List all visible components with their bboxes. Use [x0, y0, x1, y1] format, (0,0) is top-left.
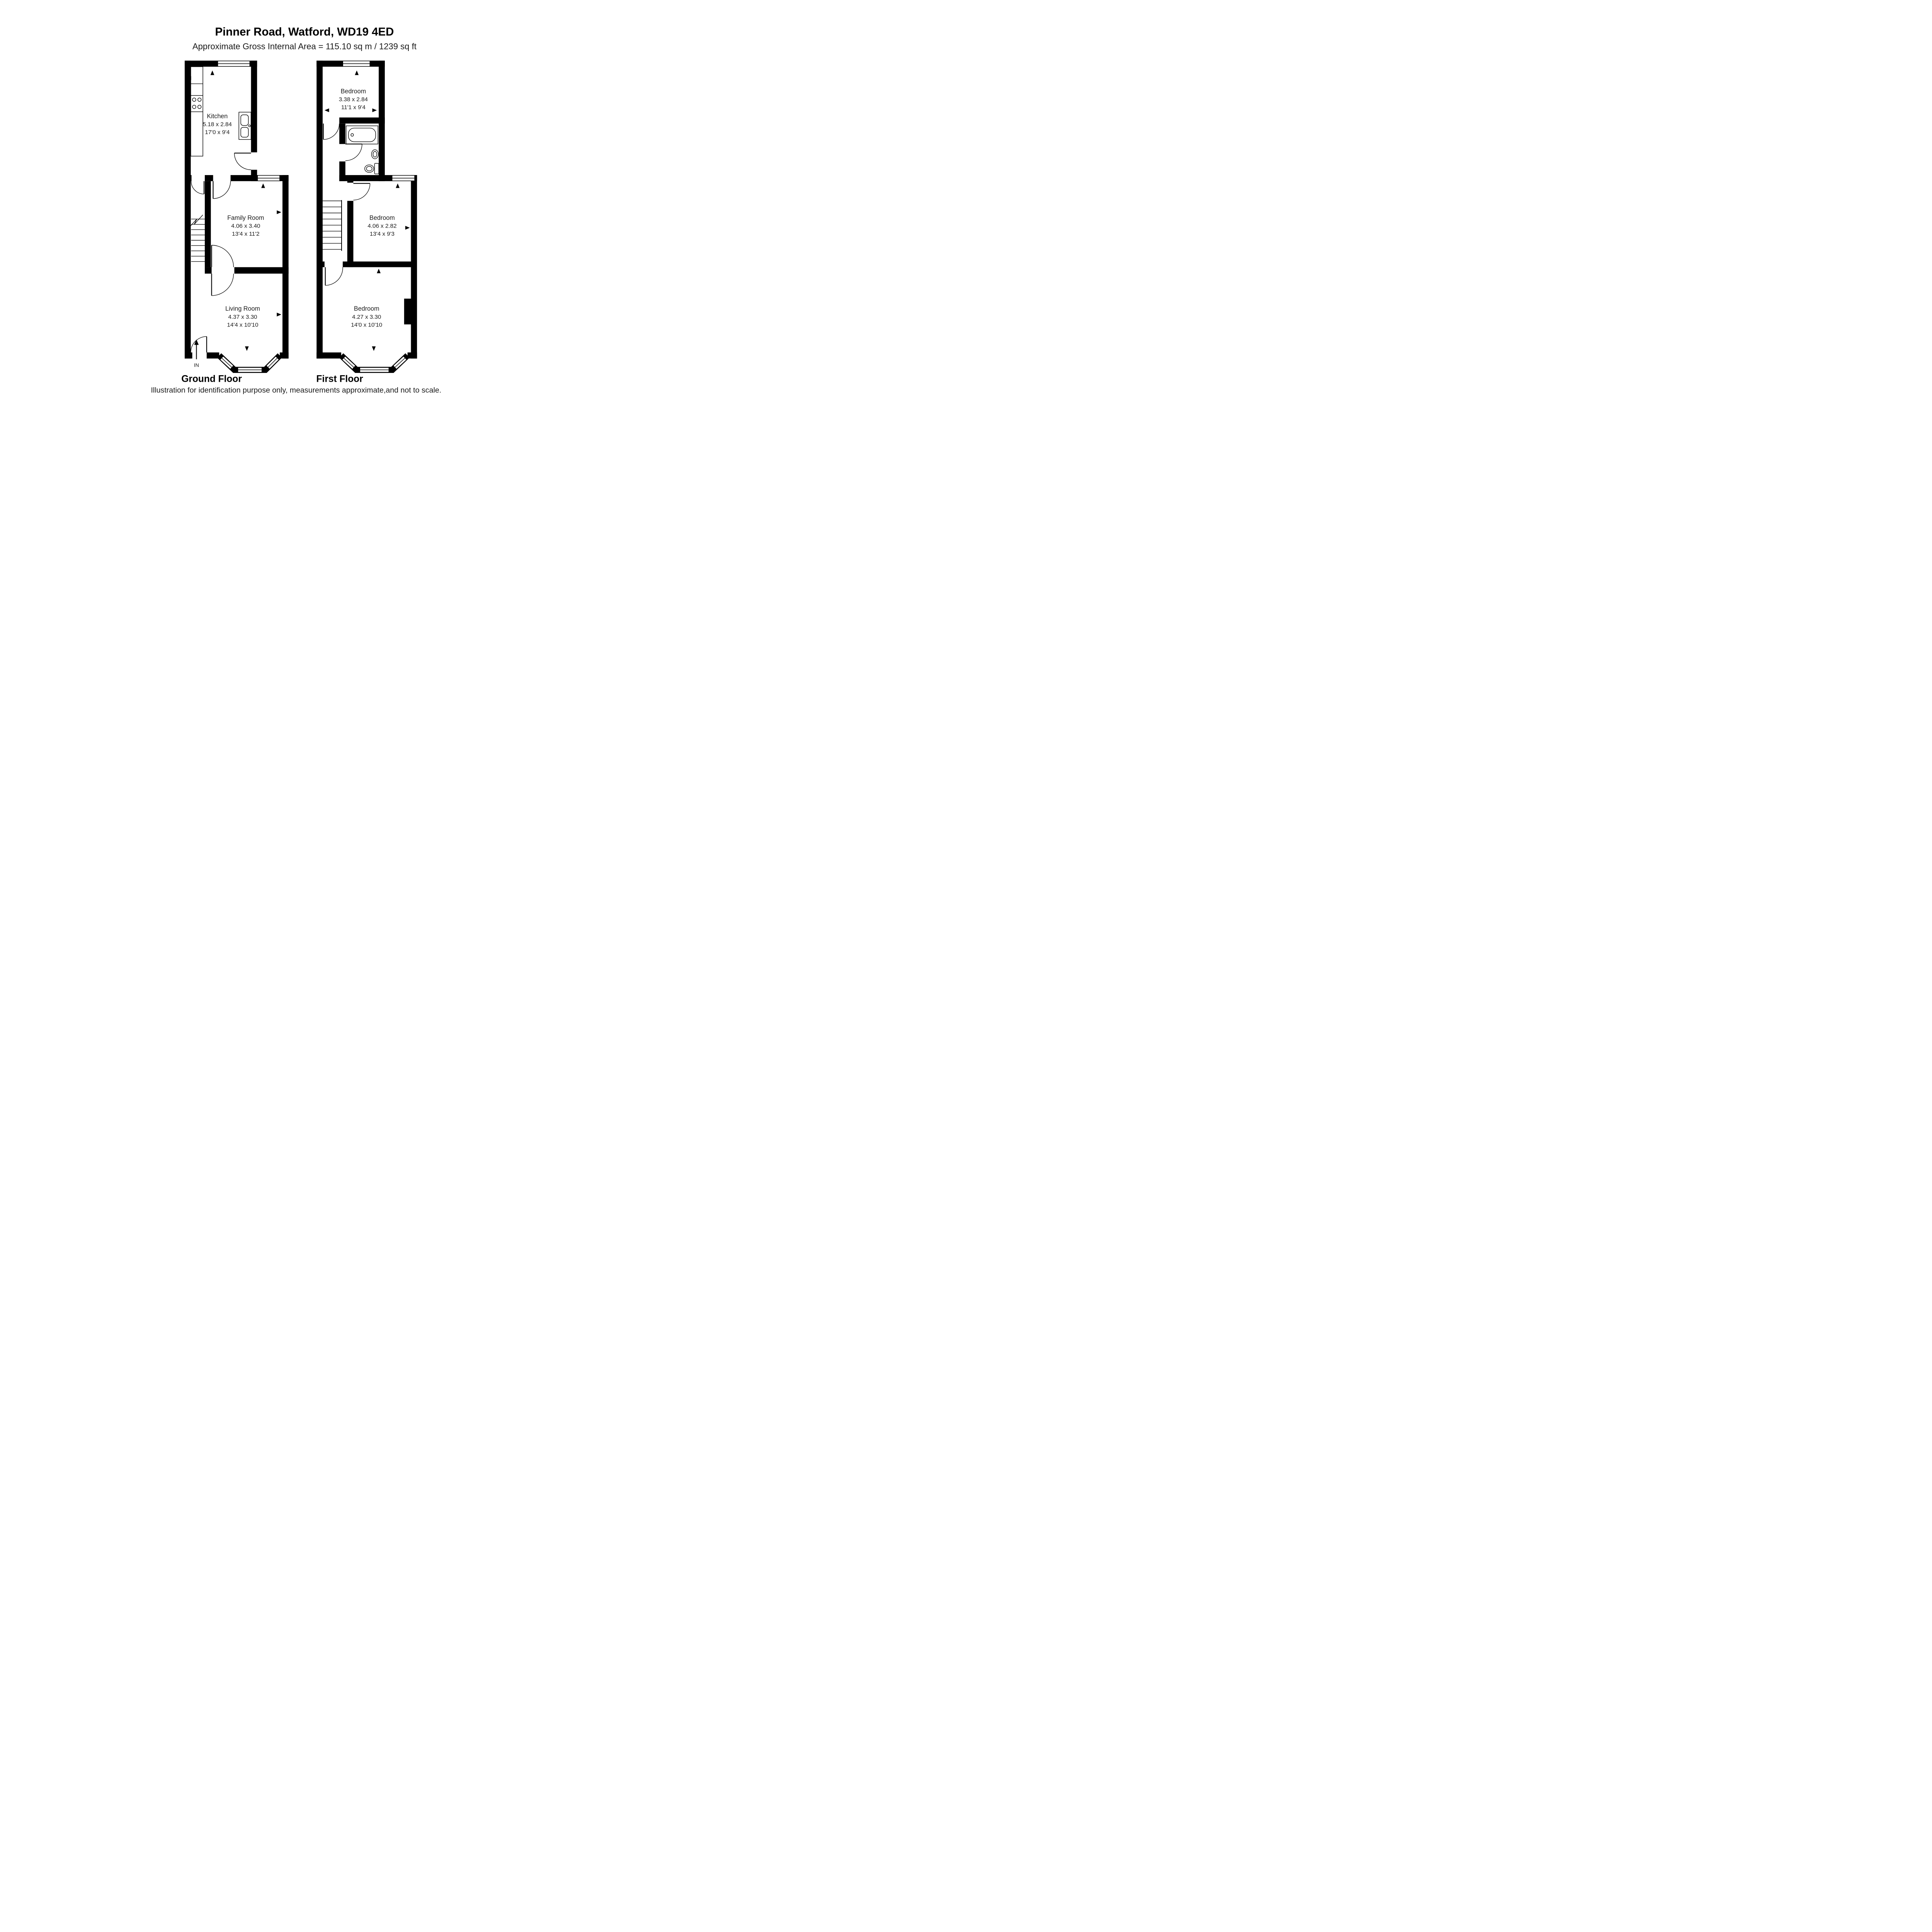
kitchen-metric: 5.18 x 2.84 [203, 121, 232, 128]
living-room-imperial: 14'4 x 10'10 [227, 321, 259, 328]
ground-stairs [188, 214, 205, 262]
living-room-bay-window [217, 353, 282, 373]
floorplan-page: Pinner Road, Watford, WD19 4ED Approxima… [0, 0, 586, 414]
first-dimension-arrows [324, 70, 410, 351]
entrance-arrow-icon [194, 339, 199, 359]
kitchen-name: Kitchen [207, 113, 228, 120]
ground-floor-label: Ground Floor [181, 374, 242, 384]
chimney-breast [404, 298, 411, 325]
toilet-icon [364, 163, 379, 174]
ground-dimension-arrows [186, 70, 282, 351]
living-room-name: Living Room [225, 305, 260, 312]
kitchen-back-door [234, 153, 251, 170]
bedroom-middle-metric: 4.06 x 2.82 [367, 223, 396, 229]
first-openings [322, 61, 415, 268]
page-subtitle: Approximate Gross Internal Area = 115.10… [192, 42, 417, 51]
bedroom-front-metric: 4.27 x 3.30 [352, 314, 381, 320]
bedroom-front-label: Bedroom 4.27 x 3.30 14'0 x 10'10 [351, 305, 382, 328]
family-room-imperial: 13'4 x 11'2 [232, 231, 259, 237]
family-room-label: Family Room 4.06 x 3.40 13'4 x 11'2 [227, 214, 264, 237]
bedroom-rear-label: Bedroom 3.38 x 2.84 11'1 x 9'4 [339, 88, 368, 111]
kitchen-sink-icon [238, 112, 252, 140]
kitchen-counter [190, 66, 203, 156]
front-entrance-door [190, 336, 207, 353]
hall-door [191, 181, 205, 194]
entrance-in-label: IN [194, 362, 199, 368]
bedroom-rear-imperial: 11'1 x 9'4 [341, 104, 366, 111]
kitchen-imperial: 17'0 x 9'4 [205, 129, 230, 136]
family-room-metric: 4.06 x 3.40 [231, 223, 260, 229]
bedroom-front-imperial: 14'0 x 10'10 [351, 321, 382, 328]
bedroom-middle-door [353, 183, 371, 201]
bath-icon [346, 125, 378, 145]
bedroom-rear-door [323, 123, 340, 140]
first-stairs [322, 200, 342, 251]
bathroom-door [345, 143, 362, 161]
bedroom-front-door [325, 267, 343, 286]
bedroom-front-bay-window [339, 353, 410, 373]
kitchen-label: Kitchen 5.18 x 2.84 17'0 x 9'4 [203, 113, 232, 136]
family-room-door [213, 181, 231, 199]
family-room-name: Family Room [227, 214, 264, 221]
page-title: Pinner Road, Watford, WD19 4ED [215, 26, 394, 38]
bedroom-middle-imperial: 13'4 x 9'3 [370, 231, 395, 237]
floorplan-drawing: Pinner Road, Watford, WD19 4ED Approxima… [151, 26, 441, 395]
bedroom-front-name: Bedroom [354, 305, 379, 312]
first-floor-plan: Bedroom 3.38 x 2.84 11'1 x 9'4 Bedroom 4… [316, 60, 417, 373]
stair-break-line [188, 214, 203, 229]
living-room-label: Living Room 4.37 x 3.30 14'4 x 10'10 [225, 305, 260, 328]
disclaimer-text: Illustration for identification purpose … [151, 386, 441, 395]
bedroom-rear-name: Bedroom [341, 88, 366, 95]
bedroom-middle-label: Bedroom 4.06 x 2.82 13'4 x 9'3 [367, 214, 396, 237]
ground-floor-plan: IN Kitchen 5.18 x 2.84 17'0 x 9'4 Family… [184, 60, 289, 373]
family-living-double-door [211, 245, 234, 296]
living-room-metric: 4.37 x 3.30 [228, 314, 257, 320]
first-floor-label: First Floor [316, 374, 364, 384]
bedroom-middle-name: Bedroom [369, 214, 395, 221]
basin-icon [371, 149, 379, 159]
stove-icon [192, 97, 202, 109]
bedroom-rear-metric: 3.38 x 2.84 [339, 96, 368, 103]
